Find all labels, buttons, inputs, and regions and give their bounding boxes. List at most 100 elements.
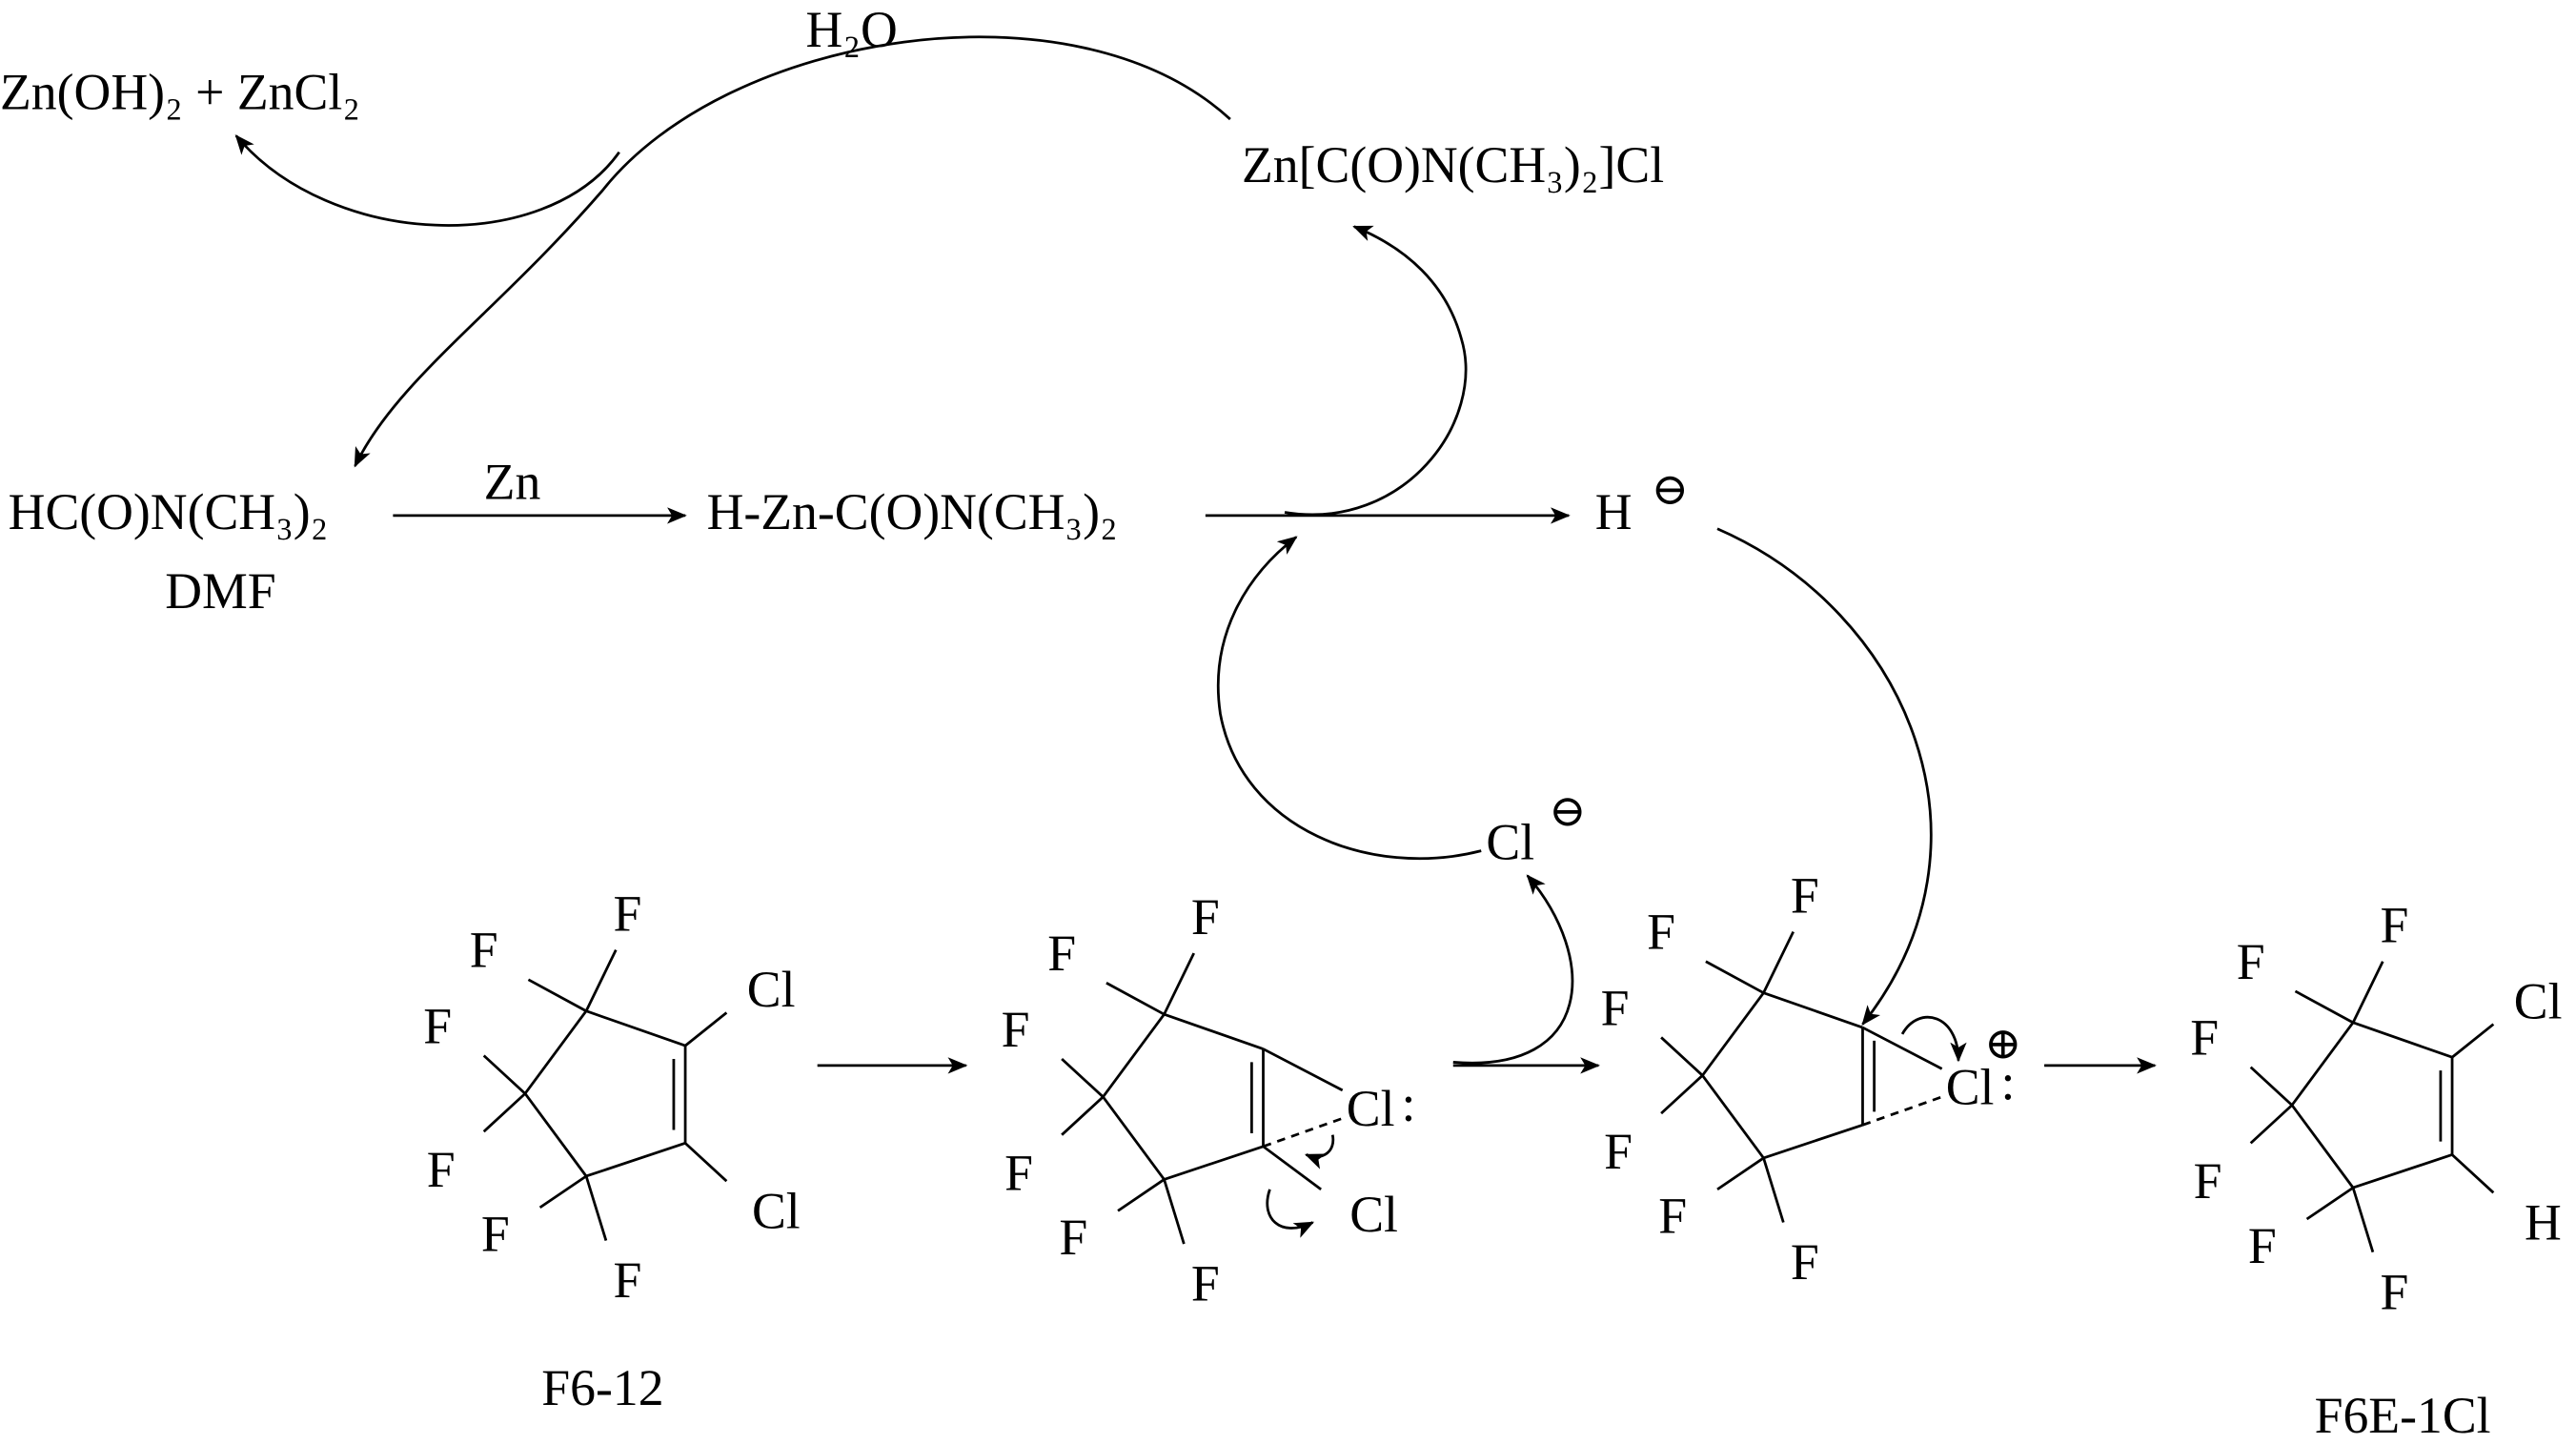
ring-bond	[1164, 1145, 1264, 1181]
ring-bond	[1763, 991, 1863, 1029]
fluorine-atom: F	[1191, 888, 1220, 946]
ring-bond	[1763, 1123, 1863, 1160]
fluorine-atom: F	[1004, 1145, 1033, 1202]
fluorine-atom: F	[613, 1251, 641, 1309]
ring-bond	[1102, 1095, 1166, 1181]
curved-arrow-hydride-to-chloronium	[1716, 527, 1933, 1026]
ring-bond	[2352, 1153, 2453, 1190]
ring-bond	[2352, 1021, 2453, 1059]
bottom-substituent: Cl	[752, 1182, 801, 1239]
c-f-bond	[1762, 1157, 1785, 1223]
dmf-label: DMF	[165, 562, 275, 620]
ring-bond	[2290, 1104, 2355, 1189]
c-f-bond	[2249, 1066, 2293, 1107]
fluorine-atom: F	[470, 922, 498, 979]
c-f-bond	[1163, 952, 1195, 1015]
curved-arrow-to-zn-carbamoyl	[1284, 225, 1468, 517]
c-f-bond	[527, 978, 587, 1012]
c-f-bond	[1705, 960, 1765, 994]
c-f-bond	[1716, 1156, 1765, 1190]
top-substituent: Cl	[747, 961, 796, 1018]
bridge-bond	[1262, 1047, 1344, 1092]
top-substituent: Cl	[2514, 972, 2563, 1029]
hydride: H	[1595, 483, 1633, 540]
fluorine-atom: F	[481, 1206, 510, 1263]
fluorine-atom: F	[427, 1141, 456, 1198]
fluorine-atom: F	[1002, 1001, 1030, 1058]
ring-bond	[523, 1092, 588, 1177]
fluorine-atom: F	[423, 997, 452, 1054]
bridging-chlorine: Cl	[1946, 1058, 1995, 1115]
fluorine-atom: F	[613, 885, 641, 942]
fluorine-atom: F	[1059, 1209, 1087, 1266]
fluorine-atom: F	[1047, 925, 1076, 982]
fluorine-atom: F	[2190, 1008, 2219, 1066]
fluorine-atom: F	[2248, 1217, 2277, 1274]
c-f-bond	[1660, 1074, 1704, 1115]
fluorine-atom: F	[1647, 904, 1675, 961]
ring-bond	[2290, 1022, 2355, 1107]
fluorine-atom: F	[1604, 1123, 1633, 1180]
ring-bond	[523, 1009, 588, 1095]
c-f-bond	[1660, 1036, 1704, 1077]
water-label: H₂O	[806, 1, 898, 58]
c-f-bond	[1061, 1057, 1105, 1098]
bottom-substituent-bond	[684, 1142, 728, 1183]
ring-bond	[1102, 1013, 1166, 1098]
c-f-bond	[584, 1175, 608, 1241]
fluorine-atom: F	[1791, 866, 1819, 924]
c-f-bond	[2305, 1186, 2354, 1221]
c-f-bond	[2351, 961, 2384, 1024]
c-f-bond	[2294, 989, 2354, 1025]
electron-arrow	[1900, 1016, 1967, 1063]
lone-pair: :	[2000, 1053, 2015, 1110]
hydride-charge: ⊖	[1652, 465, 1689, 515]
top-substituent-bond	[684, 1011, 728, 1047]
compound-label: F6-12	[541, 1359, 663, 1416]
fluorine-atom: F	[2380, 1263, 2408, 1320]
curved-arrow-to-zinc-products	[234, 134, 620, 227]
bridge-bond	[1861, 1026, 1943, 1070]
fluorine-atom: F	[1791, 1233, 1819, 1291]
fluorine-atom: F	[1191, 1255, 1220, 1312]
dmf-formula: HC(O)N(CH₃)₂	[9, 483, 329, 540]
fluorine-atom: F	[1658, 1188, 1687, 1245]
zinc-hydroxide-plus-zinc-chloride: Zn(OH)₂ + ZnCl₂	[0, 64, 360, 121]
fluorine-atom: F	[2237, 933, 2265, 990]
electron-arrow	[1266, 1189, 1315, 1238]
c-f-bond	[1117, 1178, 1166, 1212]
fluorine-atom: F	[1601, 979, 1630, 1036]
top-substituent-bond	[2451, 1023, 2495, 1059]
positive-charge: ⊕	[1984, 1019, 2021, 1068]
zn-carbamoyl-chloride: Zn[C(O)N(CH₃)₂]Cl	[1242, 136, 1664, 193]
ring-bond	[1701, 991, 1765, 1077]
chloride-ion: Cl	[1486, 813, 1534, 870]
electron-arrow	[1304, 1134, 1335, 1169]
c-f-bond	[2351, 1187, 2375, 1253]
c-f-bond	[538, 1174, 587, 1210]
leaving-chloride: Cl	[1349, 1186, 1398, 1243]
lone-pair: :	[1402, 1075, 1416, 1132]
c-f-bond	[482, 1092, 526, 1133]
curved-arrow-hydrolysis-to-dmf	[354, 35, 1231, 468]
compound-label: F6E-1Cl	[2315, 1387, 2491, 1444]
leaving-bond	[1262, 1145, 1322, 1190]
bridging-chlorine: Cl	[1347, 1080, 1395, 1137]
c-f-bond	[584, 949, 618, 1012]
c-f-bond	[1105, 982, 1166, 1016]
c-f-bond	[482, 1054, 526, 1095]
partial-bond	[1263, 1117, 1344, 1149]
fluorine-atom: F	[2194, 1152, 2222, 1210]
c-f-bond	[1762, 930, 1795, 994]
c-f-bond	[1061, 1095, 1105, 1136]
ring-bond	[1164, 1012, 1264, 1050]
ring-bond	[585, 1142, 686, 1178]
zn-reagent-label: Zn	[484, 454, 541, 511]
curved-arrow-chloride-to-intermediate	[1216, 536, 1482, 861]
ring-bond	[585, 1009, 686, 1047]
chloride-charge: ⊖	[1549, 787, 1586, 837]
c-f-bond	[2249, 1104, 2293, 1145]
